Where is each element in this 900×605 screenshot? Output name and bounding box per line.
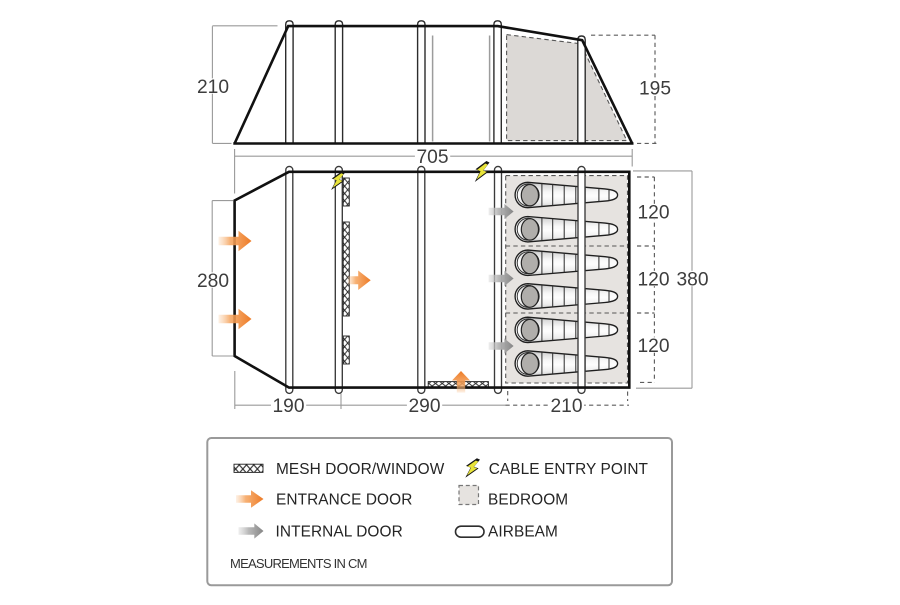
- svg-text:BEDROOM: BEDROOM: [488, 492, 568, 509]
- svg-text:CABLE ENTRY POINT: CABLE ENTRY POINT: [489, 461, 649, 478]
- svg-text:INTERNAL DOOR: INTERNAL DOOR: [276, 524, 403, 541]
- svg-text:120: 120: [637, 202, 669, 223]
- svg-text:120: 120: [637, 336, 669, 357]
- svg-text:AIRBEAM: AIRBEAM: [488, 524, 558, 541]
- svg-text:290: 290: [408, 396, 440, 417]
- svg-text:210: 210: [550, 396, 582, 417]
- svg-text:195: 195: [639, 78, 671, 99]
- svg-text:ENTRANCE DOOR: ENTRANCE DOOR: [276, 492, 412, 509]
- svg-text:190: 190: [272, 396, 304, 417]
- svg-text:380: 380: [676, 269, 708, 290]
- svg-text:MESH DOOR/WINDOW: MESH DOOR/WINDOW: [276, 461, 445, 478]
- svg-text:210: 210: [197, 77, 229, 98]
- svg-text:120: 120: [637, 269, 669, 290]
- svg-text:280: 280: [197, 271, 229, 292]
- svg-text:MEASUREMENTS IN CM: MEASUREMENTS IN CM: [230, 556, 367, 571]
- svg-text:705: 705: [416, 147, 448, 168]
